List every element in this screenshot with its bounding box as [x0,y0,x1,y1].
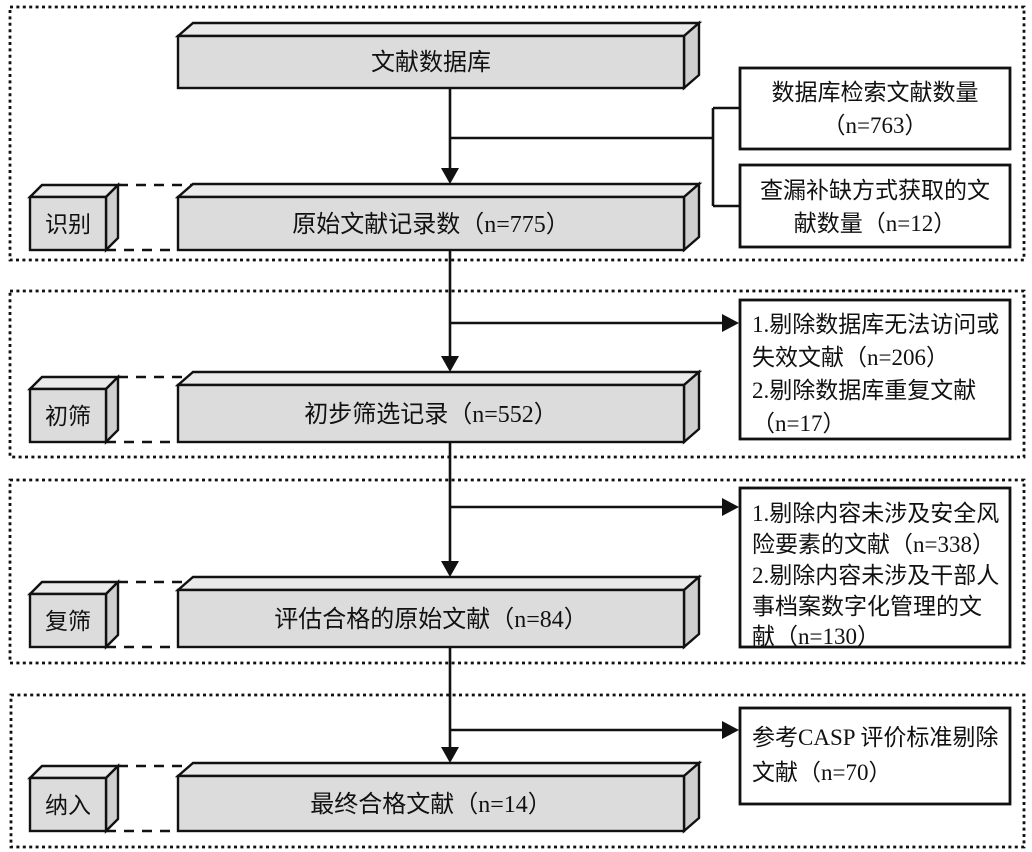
box-face-top [174,761,703,778]
source-box-line: 数据库检索文献数量 [772,80,979,105]
main-box-initial-screening: 初步筛选记录（n=552） [174,369,703,445]
exclusion-box-inclusion: 参考CASP 评价标准剔除 文献（n=70） [738,706,1012,806]
exclusion-box-initial-screening: 1.剔除数据库无法访问或 失效文献（n=206） 2.剔除数据库重复文献 （n=… [738,298,1012,441]
cube-face-top [27,580,121,596]
exclusion-box-re-screening: 1.剔除内容未涉及安全风 险要素的文献（n=338） 2.剔除内容未涉及干部人 … [738,486,1012,649]
cube-face-side [104,374,120,445]
source-box-supplementary: 查漏补缺方式获取的文 献数量（n=12） [738,163,1012,249]
arrowhead-down-3 [441,561,459,577]
cube-face-front [28,592,108,649]
source-box-line: 献数量（n=12） [794,211,956,236]
exclusion-box-rect [738,298,1012,441]
cube-face-front [28,387,108,444]
stage-tag-label: 纳入 [45,793,91,818]
arrowhead-down-1 [441,168,459,184]
cube-face-top [27,375,121,391]
section-initial-screening [8,289,1026,459]
source-branch-connector [450,106,740,208]
database-box-label: 文献数据库 [371,49,491,76]
stage-tag-label: 识别 [45,212,91,237]
exclusion-line: （n=17） [752,411,845,436]
stage-cube-re-screening: 复筛 [27,579,121,650]
box-face-front [176,588,686,649]
stage-cube-initial-screening: 初筛 [27,374,121,445]
box-face-side [682,20,701,91]
exclusion-box-rect [738,486,1012,649]
arrowhead-right-2 [722,314,739,332]
exclusion-line: 2.剔除数据库重复文献 [752,378,976,403]
cube-face-side [104,182,120,253]
main-box-label: 评估合格的原始文献（n=84） [274,606,588,633]
exclusion-box-rect [738,706,1012,806]
box-face-front [176,774,686,833]
source-box-line: 查漏补缺方式获取的文 [760,178,990,203]
source-box-rect [738,66,1012,151]
box-face-front [176,383,686,444]
source-box-rect [738,163,1012,249]
exclusion-line: 1.剔除数据库无法访问或 [752,312,999,337]
exclusion-line: 事档案数字化管理的文 [752,594,982,619]
section-identification [8,5,1026,262]
main-box-label: 原始文献记录数（n=775） [292,211,570,238]
exclusion-line: 参考CASP 评价标准剔除 [752,725,998,750]
stage-tag-label: 初筛 [45,404,91,429]
main-box-re-screening: 评估合格的原始文献（n=84） [174,574,703,650]
box-face-side [682,181,701,253]
section-inclusion [9,693,1026,849]
exclusion-line: 文献（n=70） [752,760,891,785]
exclusion-line: 1.剔除内容未涉及安全风 [752,501,999,526]
box-face-front [176,34,686,90]
box-face-top [174,21,703,38]
main-box-label: 最终合格文献（n=14） [310,791,552,818]
source-box-database-search: 数据库检索文献数量 （n=763） [738,66,1012,151]
database-box: 文献数据库 [174,20,703,91]
box-face-side [682,760,701,834]
cube-face-front [28,195,108,252]
box-face-top [174,370,703,387]
exclusion-branch-arrows [450,314,739,739]
section-re-screening [8,478,1026,665]
box-face-side [682,369,701,445]
main-box-label: 初步筛选记录（n=552） [304,401,558,428]
stage-cube-identification: 识别 [27,182,121,253]
exclusion-line: 失效文献（n=206） [752,345,949,370]
arrowhead-right-3 [722,498,739,516]
cube-face-side [104,579,120,650]
box-face-top [174,182,703,199]
box-face-side [682,574,701,650]
flow-arrows [441,88,459,763]
cube-face-front [28,776,108,833]
stage-dashed-connectors [106,183,193,833]
exclusion-line: 献（n=130） [752,624,880,649]
arrowhead-down-2 [441,356,459,372]
arrowhead-right-4 [722,721,739,739]
main-box-inclusion: 最终合格文献（n=14） [174,760,703,834]
stage-cube-inclusion: 纳入 [27,763,121,834]
stage-tag-label: 复筛 [45,609,91,634]
exclusion-line: 险要素的文献（n=338） [752,532,995,557]
cube-face-top [27,183,121,199]
cube-face-top [27,764,121,780]
cube-face-side [104,763,120,834]
source-box-line: （n=763） [823,113,928,138]
box-face-front [176,195,686,252]
box-face-top [174,575,703,592]
arrowhead-down-4 [441,747,459,763]
exclusion-line: 2.剔除内容未涉及干部人 [752,563,999,588]
main-box-identification: 原始文献记录数（n=775） [174,181,703,253]
